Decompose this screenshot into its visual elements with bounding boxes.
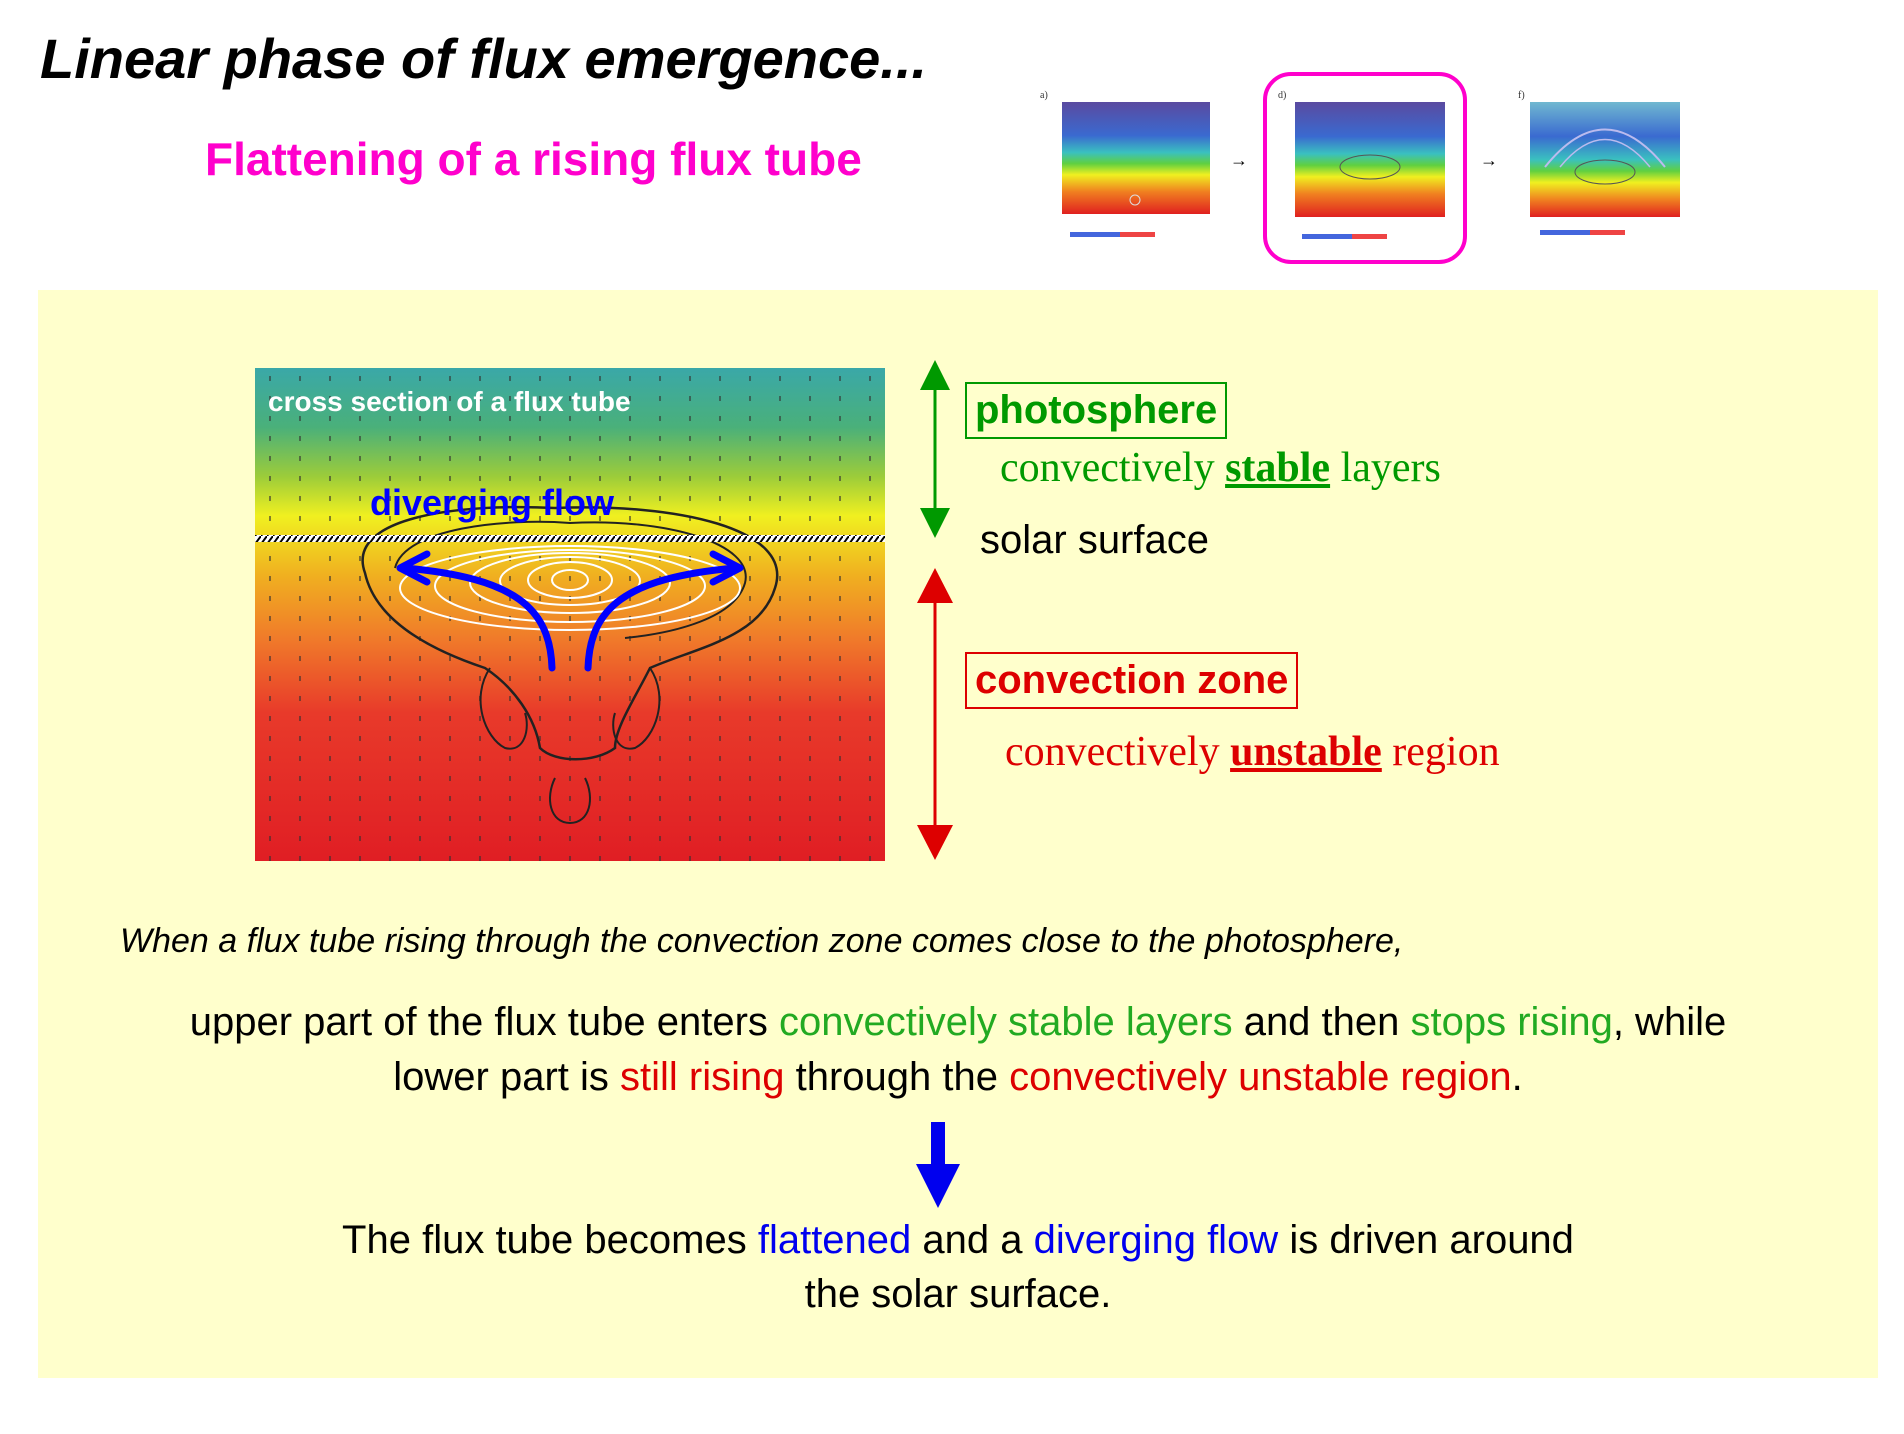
thumbnail-d-label: d) [1278,90,1286,101]
thumbnail-d: d) [1263,72,1467,264]
convection-zone-label: convection zone [965,652,1299,709]
thumbnail-f-label: f) [1518,90,1525,101]
layer-arrows [917,360,953,860]
convection-zone-arrow [917,568,953,860]
photosphere-arrow [920,360,950,538]
intro-text: When a flux tube rising through the conv… [120,922,1404,960]
svg-text:→: → [1480,150,1498,170]
down-arrow-icon [916,1122,960,1208]
solar-surface-label: solar surface [980,518,1209,562]
conclusion-line-2: the solar surface. [804,1272,1112,1316]
explanation-line-2: lower part is still rising through the c… [393,1055,1523,1099]
simulation-thumbnail-sequence: a) → d) → f) [1040,72,1680,264]
conclusion-line-1: The flux tube becomes flattened and a di… [342,1218,1574,1262]
slide-subtitle: Flattening of a rising flux tube [205,133,862,185]
convection-zone-description: convectively unstable region [1005,729,1500,775]
highlight-frame [1263,72,1467,264]
explanation-line-1: upper part of the flux tube enters conve… [189,1000,1727,1044]
solar-surface-line [255,535,885,542]
thumbnail-f: f) [1518,90,1680,235]
diverging-flow-label: diverging flow [370,482,615,523]
svg-text:→: → [1230,150,1248,170]
thumbnail-a-label: a) [1040,90,1048,101]
thumbnail-a: a) [1040,90,1210,237]
photosphere-label: photosphere [965,382,1228,439]
cross-section-label: cross section of a flux tube [268,386,631,417]
flux-tube-cross-section-image [255,368,885,861]
slide-title: Linear phase of flux emergence... [40,27,927,90]
diverging-flow-arrows [396,550,744,672]
photosphere-description: convectively stable layers [1000,445,1441,491]
